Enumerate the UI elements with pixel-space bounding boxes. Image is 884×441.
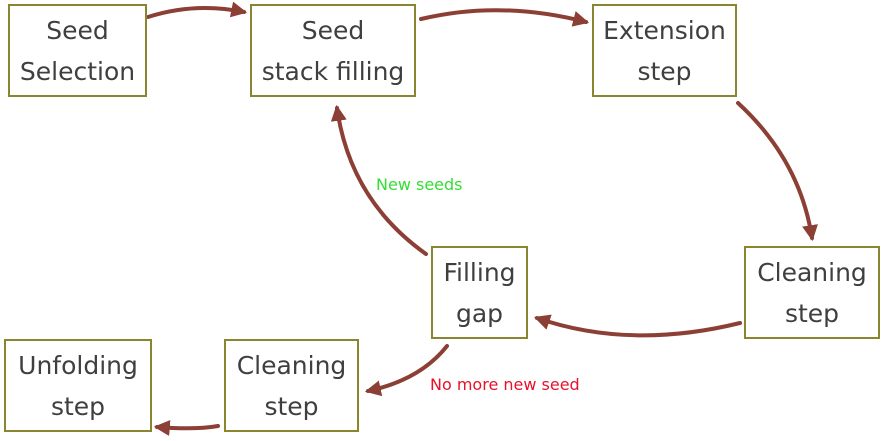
arrow-filling-gap-to-seed-stack xyxy=(330,104,428,256)
node-cleaning-step-right: Cleaning step xyxy=(744,246,880,339)
node-label-line: Cleaning xyxy=(236,350,347,380)
node-label-line: Unfolding xyxy=(18,350,138,380)
node-extension-step: Extension step xyxy=(592,4,737,97)
node-label-line: Seed xyxy=(301,15,365,45)
node-label-line: stack filling xyxy=(261,56,405,86)
node-seed-stack-filling: Seed stack filling xyxy=(250,4,416,97)
node-label-line: step xyxy=(50,391,106,421)
node-unfolding-step: Unfolding step xyxy=(4,339,152,432)
node-label-line: Seed xyxy=(46,15,109,45)
node-seed-selection: Seed Selection xyxy=(8,4,147,97)
node-label-line: Cleaning xyxy=(757,257,867,287)
arrow-cleaning-right-to-filling-gap xyxy=(533,314,742,338)
edge-label-new-seeds: New seeds xyxy=(376,175,463,194)
node-label-line: step xyxy=(784,298,840,328)
arrow-cleaning-left-to-unfolding xyxy=(153,420,220,436)
node-label-line: step xyxy=(637,56,692,86)
arrow-filling-gap-to-cleaning-left xyxy=(364,344,449,397)
node-label-line: gap xyxy=(455,298,504,328)
edge-label-no-more-new-seed: No more new seed xyxy=(430,375,580,394)
node-label-line: step xyxy=(264,391,319,421)
arrow-seed-selection-to-seed-stack xyxy=(146,1,248,19)
arrow-extension-to-cleaning-right xyxy=(736,101,818,242)
node-label-line: Extension xyxy=(603,15,726,45)
node-filling-gap: Filling gap xyxy=(431,246,528,339)
node-label-line: Selection xyxy=(19,56,136,86)
node-cleaning-step-left: Cleaning step xyxy=(224,339,359,432)
node-label-line: Filling xyxy=(443,257,516,287)
arrow-seed-stack-to-extension xyxy=(419,8,590,27)
